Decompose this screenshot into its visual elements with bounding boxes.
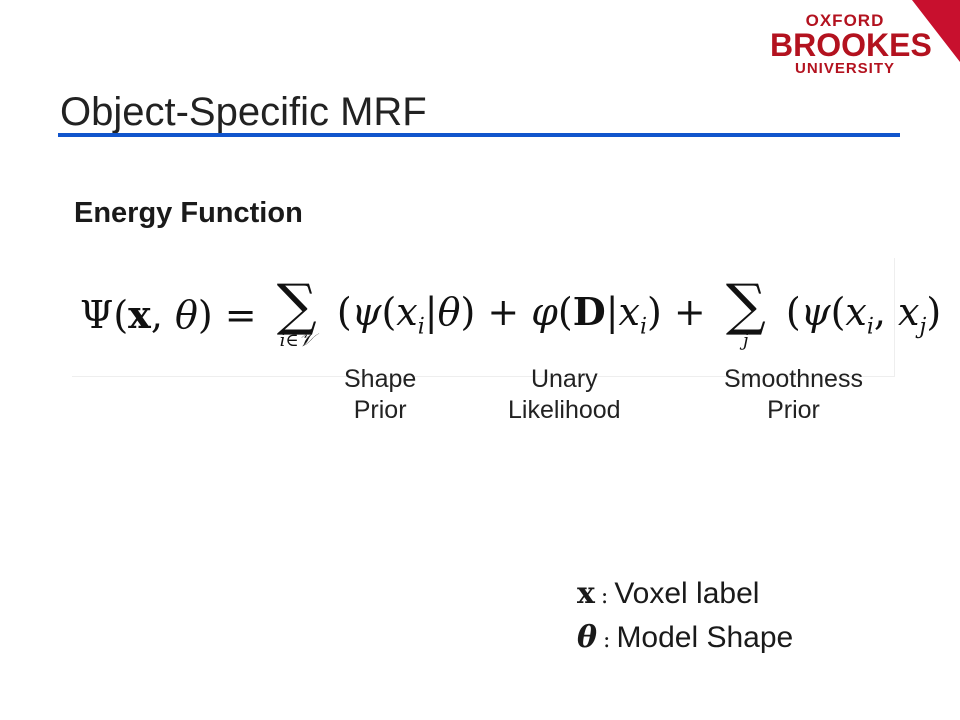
corner-accent xyxy=(912,0,960,62)
equation-terms: (ψ(xi|θ) + φ(D|xi) + xyxy=(336,289,706,340)
definition-symbol: x xyxy=(577,576,595,611)
label-unary-likelihood: Unary Likelihood xyxy=(508,365,621,424)
logo-line-brookes: BROOKES xyxy=(770,27,932,63)
summation-index: j xyxy=(743,330,749,351)
summation-over-neighbours: ∑ j xyxy=(724,273,768,352)
label-smoothness-prior: Smoothness Prior xyxy=(724,365,863,424)
sigma-symbol: ∑ xyxy=(276,273,317,338)
title-underline xyxy=(58,133,900,137)
logo-line-oxford: OXFORD xyxy=(805,11,885,30)
oxford-brookes-logo: OXFORD BROOKES UNIVERSITY xyxy=(770,11,932,78)
definition-row: θ:Model Shape xyxy=(577,616,793,660)
summation-index: i∈𝒱 xyxy=(279,330,314,351)
section-heading: Energy Function xyxy=(74,197,303,229)
equation-formula: Ψ(x, θ) = ∑ i∈𝒱 (ψ(xi|θ) + φ(D|xi) + ∑ j… xyxy=(80,273,942,352)
definition-colon: : xyxy=(603,628,611,653)
symbol-definitions: x:Voxel label θ:Model Shape xyxy=(577,572,793,660)
definition-row: x:Voxel label xyxy=(577,572,793,616)
slide-title: Object-Specific MRF xyxy=(60,90,427,134)
logo-line-university: UNIVERSITY xyxy=(794,60,895,77)
definition-label: Voxel label xyxy=(614,577,760,610)
sigma-symbol: ∑ xyxy=(725,273,766,338)
definition-label: Model Shape xyxy=(616,621,794,654)
summation-over-voxels: ∑ i∈𝒱 xyxy=(275,273,319,352)
equation-pairwise-term: (ψ(xi, xj) xyxy=(785,289,942,340)
definition-symbol: θ xyxy=(577,620,598,655)
definition-colon: : xyxy=(600,584,609,609)
energy-equation: Ψ(x, θ) = ∑ i∈𝒱 (ψ(xi|θ) + φ(D|xi) + ∑ j… xyxy=(72,258,941,377)
label-shape-prior: Shape Prior xyxy=(344,365,417,424)
equation-lhs: Ψ(x, θ) = xyxy=(80,292,257,337)
